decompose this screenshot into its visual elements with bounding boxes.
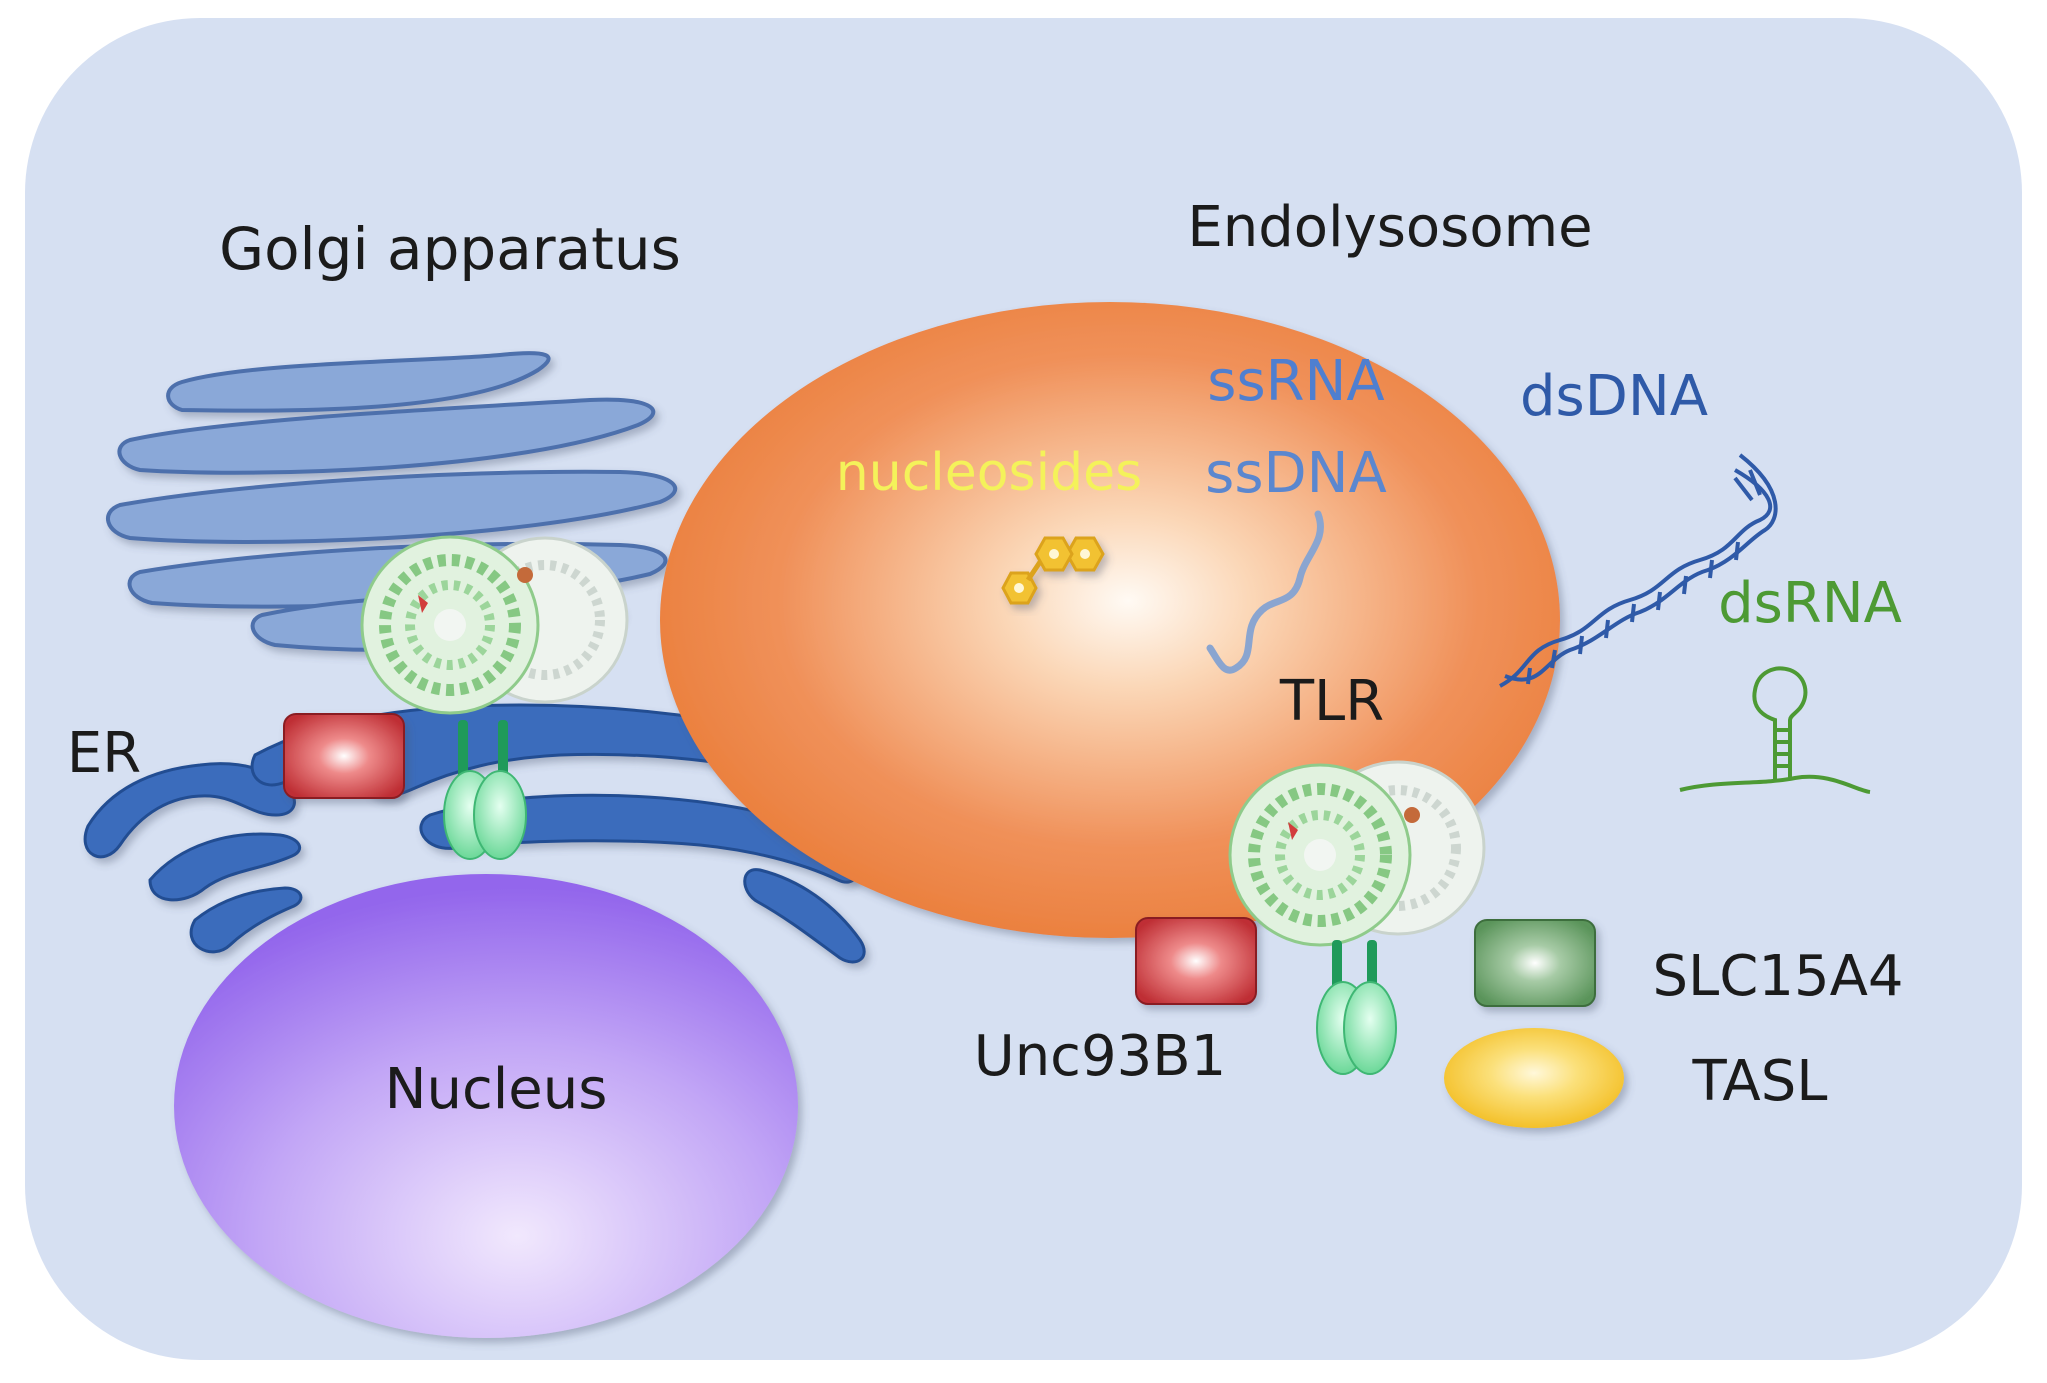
nucleus [174, 874, 798, 1338]
unc93b1-er-box [283, 713, 405, 799]
slc15a4-box [1474, 919, 1596, 1007]
unc93b1-label: Unc93B1 [974, 1024, 1227, 1089]
tlr-er-transmembrane [443, 720, 527, 860]
endolysosome-label: Endolysosome [1187, 195, 1592, 260]
unc93b1-endolysosome-box [1135, 917, 1257, 1005]
dsrna-hairpin-icon [1679, 666, 1871, 794]
tlr-endolysosome-transmembrane [1316, 940, 1397, 1075]
nucleoside-structure-icon [1001, 536, 1105, 605]
dsrna-label: dsRNA [1718, 571, 1902, 636]
ssdna-label: ssDNA [1205, 441, 1387, 506]
dsdna-label: dsDNA [1520, 364, 1708, 429]
er-label: ER [67, 721, 141, 786]
ssdna-strand-icon [1206, 510, 1324, 674]
tasl-label: TASL [1692, 1049, 1828, 1114]
ssrna-label: ssRNA [1207, 349, 1384, 414]
tlr-er-ectodomain [360, 535, 629, 715]
tasl-ellipse [1444, 1028, 1624, 1128]
golgi-label: Golgi apparatus [219, 215, 681, 283]
nucleosides-label: nucleosides [836, 443, 1142, 503]
slc15a4-label: SLC15A4 [1652, 944, 1903, 1009]
tlr-label: TLR [1279, 669, 1384, 734]
dsdna-helix-icon [1499, 453, 1778, 688]
nucleus-label: Nucleus [385, 1057, 608, 1122]
tlr-endolysosome-ectodomain [1228, 760, 1486, 947]
